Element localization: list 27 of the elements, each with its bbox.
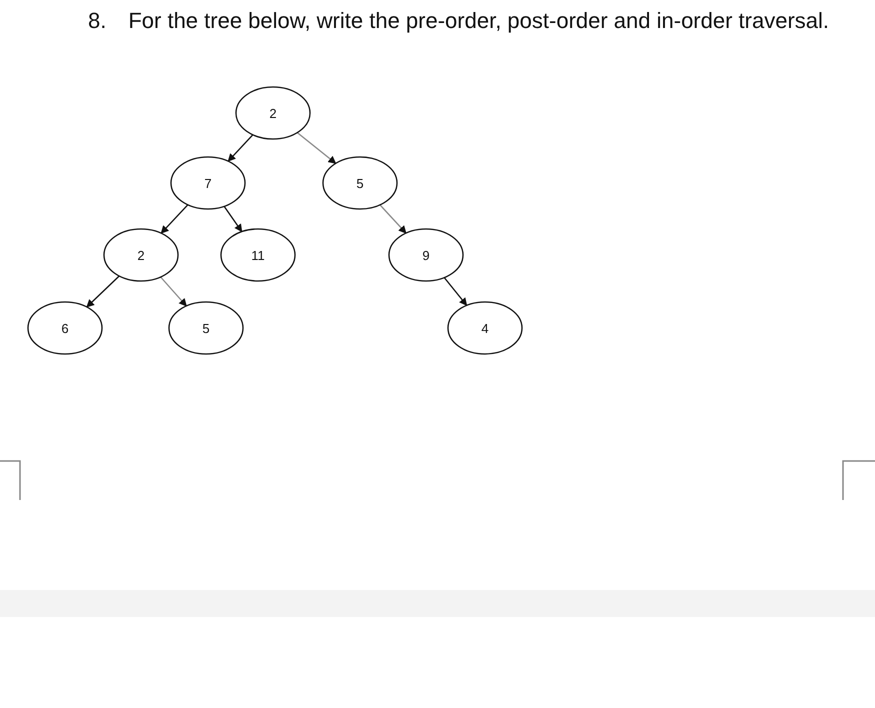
tree-node: [235, 86, 311, 140]
arrow: [444, 277, 468, 306]
node-value: 9: [422, 248, 430, 262]
arrow: [380, 204, 407, 234]
node-value: 2: [269, 106, 277, 120]
tree-node: [168, 301, 244, 355]
arrow: [86, 276, 120, 308]
tree-node: [27, 301, 103, 355]
arrow: [296, 132, 336, 164]
tree-node: [220, 228, 296, 282]
node-value: 2: [137, 248, 145, 262]
node-value: 11: [251, 248, 265, 262]
node-value: 4: [481, 320, 489, 336]
tree-node: [170, 156, 246, 210]
tree-node: [388, 228, 464, 282]
arrow: [224, 206, 242, 232]
node-value: 6: [61, 320, 69, 336]
arrow: [160, 204, 188, 234]
tree-node: [447, 301, 523, 355]
node-value: 5: [356, 176, 364, 190]
arrow: [228, 134, 254, 162]
node-value: 7: [204, 176, 212, 190]
question-text: 8. For the tree below, write the pre-order, post-order and in-order traversal.: [88, 7, 830, 35]
node-value: 5: [202, 320, 210, 336]
arrow: [160, 276, 187, 307]
tree-node: [103, 228, 179, 282]
tree-node: [322, 156, 398, 210]
